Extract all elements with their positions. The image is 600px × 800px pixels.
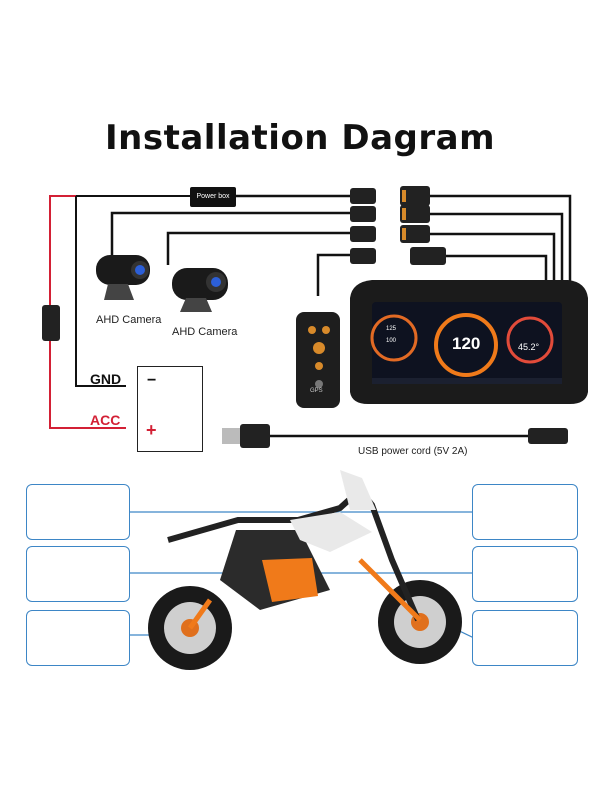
display-left-top: 125 [386,326,397,332]
display-left-bottom: 100 [386,338,397,344]
power-box: Power box [190,187,236,207]
remote-gps-label: GPS [310,388,323,394]
display-speed: 120 [452,334,481,353]
battery-box [137,366,203,452]
connectors [350,186,446,265]
remote-wire [316,253,352,296]
gnd-label: GND [90,371,122,387]
remote-controller-icon [296,312,340,408]
acc-label: ACC [90,412,121,428]
callout-sensor-left-box [26,610,130,666]
display-angle: 45.2° [518,342,540,352]
usb-cord-label: USB power cord (5V 2A) [358,446,468,457]
page-title: Installation Dagram [105,118,495,158]
camera-right-label: AHD Camera [172,326,238,338]
camera1-wire [110,211,352,255]
callout-camera-right-box [472,546,578,602]
battery-minus: − [147,372,157,389]
display-unit-icon [350,280,588,404]
fuse-icon [42,305,60,341]
acc-wire [49,195,126,429]
camera-2-icon [172,268,228,312]
callout-sensor-right-box [472,610,578,666]
callout-camera-left-box [26,546,130,602]
callout-display-box [472,484,578,540]
battery-plus: + [146,420,157,440]
camera2-wire [166,231,352,265]
callout-remote-box [26,484,130,540]
camera-1-icon [96,255,150,300]
motorcycle-illustration [148,470,462,670]
usb-cord-icon [222,424,568,448]
camera-left-label: AHD Camera [96,314,162,326]
gnd-wire [75,196,126,387]
